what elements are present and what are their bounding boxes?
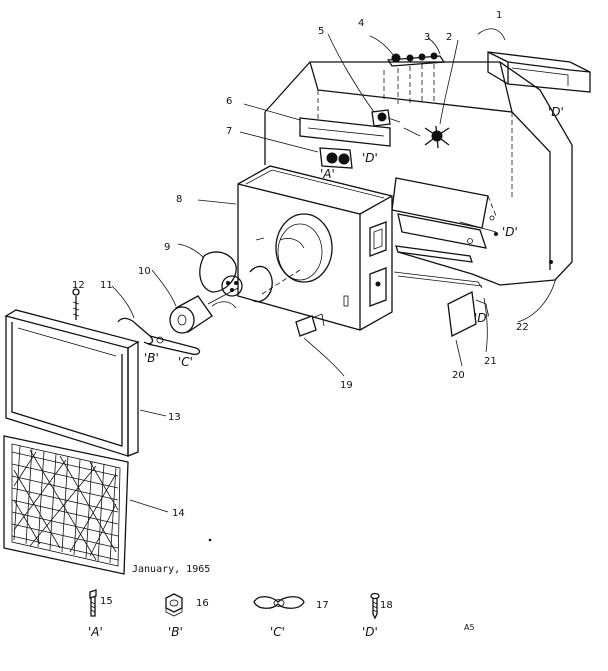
top-grille-panel — [477, 28, 591, 93]
callout-14: 14 — [172, 508, 185, 519]
blower-motor — [151, 269, 239, 334]
tag-c: 'C' — [178, 355, 193, 369]
callout-12: 12 — [72, 280, 85, 291]
callout-6: 6 — [226, 96, 232, 107]
callout-8: 8 — [176, 194, 182, 205]
leader-21 — [483, 297, 488, 353]
callout-20: 20 — [452, 370, 465, 381]
legend-letter-b: 'B' — [168, 625, 183, 639]
legend-letter-c: 'C' — [270, 625, 285, 639]
callout-13: 13 — [168, 412, 181, 423]
legend-letter-d: 'D' — [362, 625, 378, 639]
tag-d-panel: 'D' — [502, 225, 518, 239]
front-frame — [4, 309, 167, 457]
callout-5: 5 — [318, 26, 324, 37]
callout-2: 2 — [446, 32, 452, 43]
control-knob — [424, 39, 459, 149]
wing-nut-icon — [253, 596, 305, 609]
switch-assembly — [327, 33, 401, 127]
hardware-legend: 15 'A' 16 'B' 17 'C' 18 'D' — [88, 589, 393, 639]
callout-10: 10 — [138, 266, 151, 277]
side-duct-panel — [391, 177, 498, 289]
hex-nut-icon — [165, 593, 183, 617]
tag-d-plate: 'D' — [474, 311, 490, 325]
drawing-date: January, 1965 — [132, 564, 210, 575]
screw-icon — [370, 592, 380, 620]
blower-housing — [197, 165, 393, 331]
small-bracket — [295, 313, 345, 377]
tag-b: 'B' — [144, 351, 159, 365]
tag-d-grille: 'D' — [548, 105, 564, 119]
access-plate — [447, 291, 489, 367]
legend-number-15: 15 — [100, 596, 113, 607]
callout-7: 7 — [226, 126, 232, 137]
callout-21: 21 — [484, 356, 497, 367]
motor-mounting-strap — [111, 285, 201, 356]
callout-3: 3 — [424, 32, 430, 43]
mounting-rail-with-screws — [369, 35, 446, 104]
callout-19: 19 — [340, 380, 353, 391]
relay-component — [239, 131, 353, 169]
bolt-icon — [89, 589, 97, 617]
tag-d-control: 'D' — [362, 151, 378, 165]
tag-a: 'A' — [320, 167, 335, 181]
callout-9: 9 — [164, 242, 170, 253]
leader-22 — [517, 277, 557, 323]
callout-4: 4 — [358, 18, 364, 29]
callout-22: 22 — [516, 322, 529, 333]
page-code: A5 — [464, 623, 475, 632]
air-filter — [3, 435, 169, 575]
callout-11: 11 — [100, 280, 113, 291]
callout-1: 1 — [496, 10, 502, 21]
legend-number-17: 17 — [316, 600, 329, 611]
legend-number-16: 16 — [196, 598, 209, 609]
part-12-screw — [72, 288, 80, 320]
legend-number-18: 18 — [380, 600, 393, 611]
legend-letter-a: 'A' — [88, 625, 103, 639]
control-bracket — [243, 103, 421, 147]
